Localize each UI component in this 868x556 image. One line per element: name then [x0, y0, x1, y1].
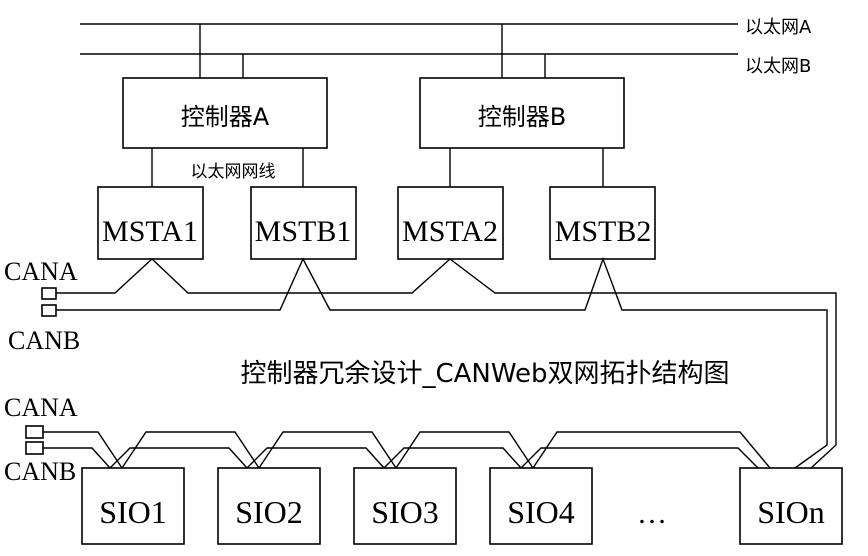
upper-cana-label: CANA: [4, 257, 78, 286]
ethernet-bus-b-label: 以太网B: [745, 56, 811, 77]
master-mstb1-label: MSTB1: [255, 215, 352, 248]
can-a-bus-lower: [43, 431, 771, 470]
slave-sion-label: SIOn: [757, 494, 825, 530]
lower-canb-label: CANB: [4, 457, 76, 486]
master-msta2-box: [397, 186, 504, 260]
slave-sio3-label: SIO3: [371, 494, 439, 530]
controller-b-label: 控制器B: [478, 103, 566, 131]
controller-b-box: [419, 77, 625, 149]
master-mstb2-label: MSTB2: [555, 215, 652, 248]
slave-sio2-box: [217, 467, 321, 545]
can-b-bus-upper: [56, 256, 828, 469]
lower-cana-label: CANA: [4, 393, 78, 422]
ethernet-bus-a-label: 以太网A: [745, 17, 812, 38]
slave-sion-box: [739, 467, 843, 545]
upper-cana-terminal: [41, 287, 57, 300]
slave-ellipsis: …: [637, 497, 667, 530]
master-msta1-box: [97, 186, 204, 260]
master-mstb1-box: [250, 186, 357, 260]
master-mstb2-box: [549, 186, 656, 260]
ethernet-cable-label: 以太网网线: [191, 162, 276, 182]
lower-cana-terminal: [25, 425, 44, 439]
master-msta2-label: MSTA2: [402, 215, 498, 248]
upper-canb-terminal: [41, 304, 57, 317]
lower-canb-terminal: [25, 441, 44, 455]
diagram-title: 控制器冗余设计_CANWeb双网拓扑结构图: [240, 359, 729, 389]
slave-sio3-box: [353, 467, 457, 545]
slave-sio4-box: [489, 467, 593, 545]
can-a-bus-upper: [56, 258, 837, 469]
can-b-bus-lower: [43, 447, 759, 470]
slave-sio1-box: [81, 467, 185, 545]
upper-canb-label: CANB: [8, 326, 80, 355]
master-msta1-label: MSTA1: [102, 215, 198, 248]
controller-a-box: [122, 77, 328, 149]
slave-sio1-label: SIO1: [99, 494, 167, 530]
slave-sio4-label: SIO4: [507, 494, 575, 530]
slave-sio2-label: SIO2: [235, 494, 303, 530]
controller-a-label: 控制器A: [181, 103, 270, 131]
